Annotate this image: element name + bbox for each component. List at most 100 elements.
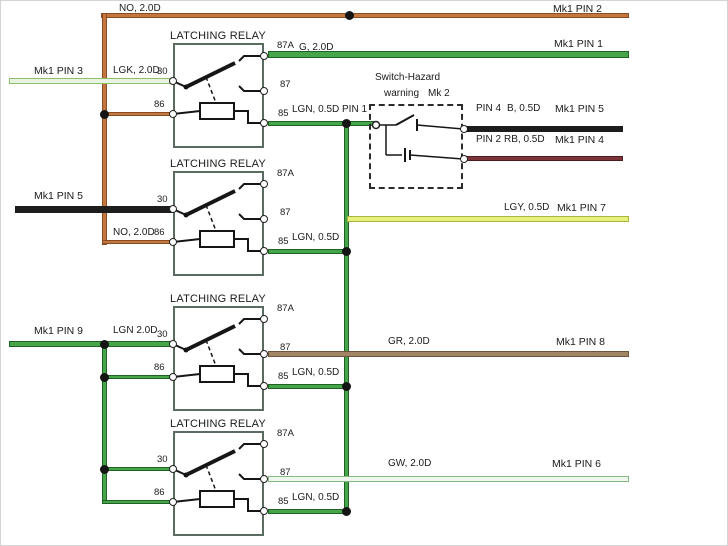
relay2-lgn-label: LGN, 0.5D bbox=[292, 232, 340, 243]
junction-dot bbox=[342, 507, 351, 516]
junction-dot bbox=[342, 119, 351, 128]
relay-pin-30-label: 30 bbox=[157, 329, 168, 340]
no2-wire-label: NO, 2.0D bbox=[113, 227, 155, 238]
relay1-lgn-label: LGN, 0.5D bbox=[292, 104, 340, 115]
no-top-wire-label: NO, 2.0D bbox=[119, 3, 161, 14]
wire-lgn-mk1-pin9 bbox=[9, 341, 173, 347]
relay-pin-30 bbox=[169, 77, 177, 85]
wire-b-mk1-pin5-right bbox=[466, 126, 623, 132]
wire-lgn-relay1-85 bbox=[268, 121, 375, 126]
mk1-pin9-label: Mk1 PIN 9 bbox=[34, 325, 84, 337]
junction-dot bbox=[342, 382, 351, 391]
relay-pin-85-label: 85 bbox=[278, 371, 289, 382]
switch-row1-wire-label: B, 0.5D bbox=[507, 103, 541, 114]
relay-pin-30-label: 30 bbox=[157, 194, 168, 205]
wire-green-relay3-86 bbox=[102, 375, 173, 379]
relay-pin-87a bbox=[260, 52, 268, 60]
relay-internals bbox=[173, 318, 264, 387]
wire-lgy-mk1-pin7 bbox=[347, 216, 629, 222]
latching-relay-2: LATCHING RELAY 30 86 87A 87 85 bbox=[151, 158, 321, 284]
switch-row2-dest-label: Mk1 PIN 4 bbox=[555, 134, 605, 146]
relay-pin-87 bbox=[260, 215, 268, 223]
g-wire-label: G, 2.0D bbox=[299, 42, 334, 53]
wire-g-mk1-pin1 bbox=[268, 51, 629, 58]
wire-no-vertical bbox=[102, 13, 107, 245]
switch-hazard-internals bbox=[371, 114, 463, 162]
relay-pin-85 bbox=[260, 119, 268, 127]
junction-dot bbox=[100, 110, 109, 119]
relay-box bbox=[173, 171, 264, 276]
mk1-pin6-label: Mk1 PIN 6 bbox=[552, 458, 602, 470]
relay-pin-87a bbox=[260, 180, 268, 188]
switch-pin-4 bbox=[460, 125, 468, 133]
relay-pin-30 bbox=[169, 465, 177, 473]
mk1-pin2-label: Mk1 PIN 2 bbox=[553, 3, 603, 15]
relay-pin-30 bbox=[169, 205, 177, 213]
wire-green-vertical-right bbox=[344, 121, 349, 514]
relay4-lgn-label: LGN, 0.5D bbox=[292, 492, 340, 503]
relay-pin-87a bbox=[260, 315, 268, 323]
wire-lgn-relay4-85 bbox=[268, 509, 349, 514]
junction-dot bbox=[100, 340, 109, 349]
relay-title: LATCHING RELAY bbox=[170, 158, 266, 170]
relay-pin-86-label: 86 bbox=[154, 362, 165, 373]
relay-pin-87 bbox=[260, 350, 268, 358]
relay-pin-87-label: 87 bbox=[280, 207, 291, 218]
mk1-pin3-label: Mk1 PIN 3 bbox=[34, 65, 84, 77]
wire-green-vertical-left bbox=[102, 341, 107, 504]
switch-row2-wire-label: RB, 0.5D bbox=[504, 134, 545, 145]
relay-box bbox=[173, 43, 264, 148]
relay-pin-85 bbox=[260, 247, 268, 255]
junction-dot bbox=[342, 247, 351, 256]
relay-pin-85-label: 85 bbox=[278, 236, 289, 247]
switch-hazard-box bbox=[369, 104, 463, 189]
switch-row2-pin-label: PIN 2 bbox=[476, 134, 502, 145]
relay-pin-85-label: 85 bbox=[278, 108, 289, 119]
relay-title: LATCHING RELAY bbox=[170, 293, 266, 305]
wire-no-relay2-86 bbox=[102, 240, 173, 244]
wire-gw-mk1-pin6 bbox=[268, 476, 629, 482]
relay-pin-85 bbox=[260, 382, 268, 390]
switch-row1-pin-label: PIN 4 bbox=[476, 103, 502, 114]
relay-pin-86-label: 86 bbox=[154, 487, 165, 498]
relay-pin-87a-label: 87A bbox=[277, 40, 294, 51]
relay-pin-87 bbox=[260, 475, 268, 483]
relay-pin-87-label: 87 bbox=[280, 79, 291, 90]
relay-pin-87-label: 87 bbox=[280, 342, 291, 353]
gw-wire-label: GW, 2.0D bbox=[388, 458, 432, 469]
relay-title: LATCHING RELAY bbox=[170, 30, 266, 42]
relay-pin-86 bbox=[169, 373, 177, 381]
relay3-lgn-label: LGN, 0.5D bbox=[292, 367, 340, 378]
relay-pin-86 bbox=[169, 238, 177, 246]
lgk-wire-label: LGK, 2.0D bbox=[113, 65, 160, 76]
junction-dot bbox=[100, 373, 109, 382]
relay-internals bbox=[173, 443, 264, 512]
relay-pin-87a-label: 87A bbox=[277, 303, 294, 314]
relay1-pin1-label: PIN 1 bbox=[342, 104, 368, 115]
switch-hazard-mk2-label: Mk 2 bbox=[428, 88, 450, 99]
mk1-pin7-label: Mk1 PIN 7 bbox=[557, 202, 607, 214]
switch-row1-dest-label: Mk1 PIN 5 bbox=[555, 103, 605, 115]
relay-internals bbox=[173, 55, 264, 124]
wire-lgn-relay2-85 bbox=[268, 249, 349, 254]
switch-hazard-title-line2: warning bbox=[384, 88, 420, 99]
mk1-pin8-label: Mk1 PIN 8 bbox=[556, 336, 606, 348]
switch-pin-2 bbox=[460, 155, 468, 163]
relay-pin-87a-label: 87A bbox=[277, 168, 294, 179]
relay-pin-86 bbox=[169, 498, 177, 506]
wire-black-mk1-pin5-left bbox=[15, 206, 173, 213]
wire-no-top bbox=[101, 13, 629, 18]
relay-internals bbox=[173, 183, 264, 252]
relay-box bbox=[173, 431, 264, 536]
wire-lgn-relay3-85 bbox=[268, 384, 349, 389]
relay-pin-30-label: 30 bbox=[157, 454, 168, 465]
gr-wire-label: GR, 2.0D bbox=[388, 336, 430, 347]
relay-pin-30-label: 30 bbox=[157, 66, 168, 77]
relay-pin-86-label: 86 bbox=[154, 227, 165, 238]
relay-box bbox=[173, 306, 264, 411]
relay-pin-87a bbox=[260, 440, 268, 448]
wire-lgk-mk1-pin3 bbox=[9, 78, 173, 84]
wire-no-relay1-86 bbox=[102, 112, 173, 116]
relay-pin-86-label: 86 bbox=[154, 99, 165, 110]
